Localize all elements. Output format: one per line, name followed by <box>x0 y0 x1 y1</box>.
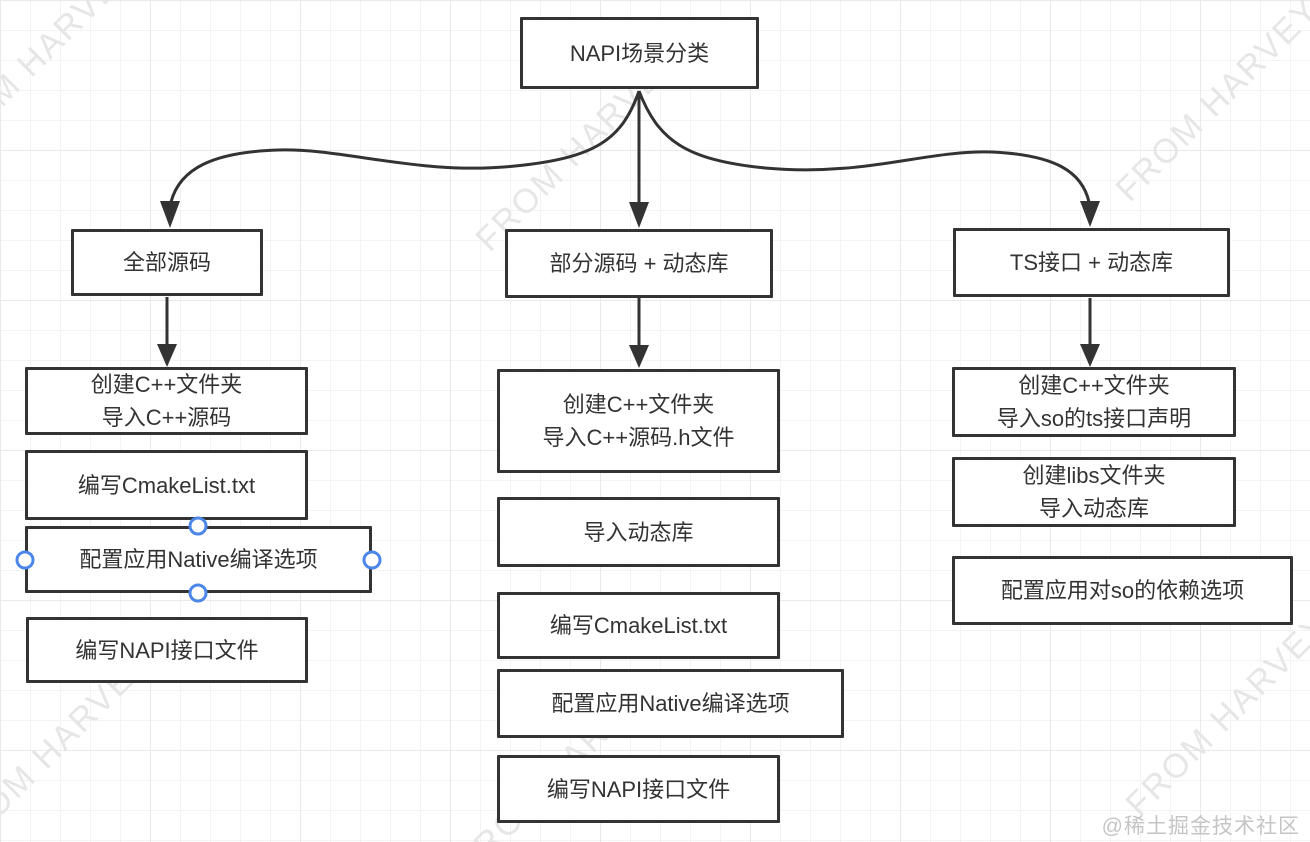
node-napi-scenario-category[interactable]: NAPI场景分类 <box>520 17 759 89</box>
node-label: 编写CmakeList.txt <box>549 613 728 638</box>
arrowhead <box>157 344 177 367</box>
node-configure-so-dependency-options[interactable]: 配置应用对so的依赖选项 <box>952 556 1293 625</box>
node-label: 配置应用Native编译选项 <box>551 691 790 716</box>
arrowhead <box>160 201 180 228</box>
node-label: TS接口 + 动态库 <box>1009 250 1174 275</box>
node-configure-native-build-options-2[interactable]: 配置应用Native编译选项 <box>497 669 844 738</box>
node-label: 编写CmakeList.txt <box>77 472 256 498</box>
node-ts-interface-dylib[interactable]: TS接口 + 动态库 <box>953 228 1230 297</box>
node-create-cpp-folder-import-h-file[interactable]: 创建C++文件夹 导入C++源码.h文件 <box>497 369 780 473</box>
node-label-line: 导入so的ts接口声明 <box>996 406 1192 431</box>
arrowhead <box>1080 201 1100 227</box>
node-write-napi-interface[interactable]: 编写NAPI接口文件 <box>26 617 308 683</box>
node-configure-native-build-options[interactable]: 配置应用Native编译选项 <box>25 526 372 593</box>
arrowhead <box>629 345 649 368</box>
node-label: NAPI场景分类 <box>569 40 710 66</box>
node-write-cmakelist[interactable]: 编写CmakeList.txt <box>25 450 308 520</box>
selection-handle-bottom[interactable] <box>188 583 208 603</box>
node-label: 编写NAPI接口文件 <box>75 637 259 663</box>
node-label: 导入动态库 <box>583 519 694 545</box>
node-partial-source-dylib[interactable]: 部分源码 + 动态库 <box>505 229 773 298</box>
node-create-libs-folder-import-dylib[interactable]: 创建libs文件夹 导入动态库 <box>952 457 1236 527</box>
node-import-dynamic-library[interactable]: 导入动态库 <box>497 497 780 567</box>
node-label-line: 导入C++源码.h文件 <box>542 425 735 450</box>
node-label: 编写NAPI接口文件 <box>546 776 731 802</box>
connector-root-to-ts-interface <box>637 90 1091 203</box>
arrowhead <box>629 202 649 228</box>
node-label: 部分源码 + 动态库 <box>549 251 729 276</box>
node-label: 全部源码 <box>122 250 211 275</box>
node-label-line: 导入动态库 <box>1038 496 1149 521</box>
selection-handle-top[interactable] <box>188 516 208 536</box>
node-label-line: 创建C++文件夹 <box>90 372 243 397</box>
node-write-napi-interface-2[interactable]: 编写NAPI接口文件 <box>497 755 780 823</box>
node-all-source[interactable]: 全部源码 <box>71 229 263 296</box>
node-label: 配置应用对so的依赖选项 <box>1000 578 1245 603</box>
arrowhead <box>1080 344 1100 367</box>
selection-handle-left[interactable] <box>15 550 35 570</box>
node-write-cmakelist-2[interactable]: 编写CmakeList.txt <box>497 592 780 659</box>
node-label-line: 导入C++源码 <box>101 405 232 430</box>
credit-watermark: @稀土掘金技术社区 <box>1101 815 1300 838</box>
node-label-line: 创建C++文件夹 <box>562 392 715 417</box>
node-label: 配置应用Native编译选项 <box>79 547 318 572</box>
node-create-cpp-folder-import-ts-declaration[interactable]: 创建C++文件夹 导入so的ts接口声明 <box>952 367 1236 437</box>
node-label-line: 创建C++文件夹 <box>1018 373 1170 398</box>
connector-root-to-all-source <box>169 90 641 203</box>
selection-handle-right[interactable] <box>362 550 382 570</box>
node-create-cpp-folder-import-source[interactable]: 创建C++文件夹 导入C++源码 <box>25 367 308 435</box>
node-label-line: 创建libs文件夹 <box>1022 463 1166 488</box>
